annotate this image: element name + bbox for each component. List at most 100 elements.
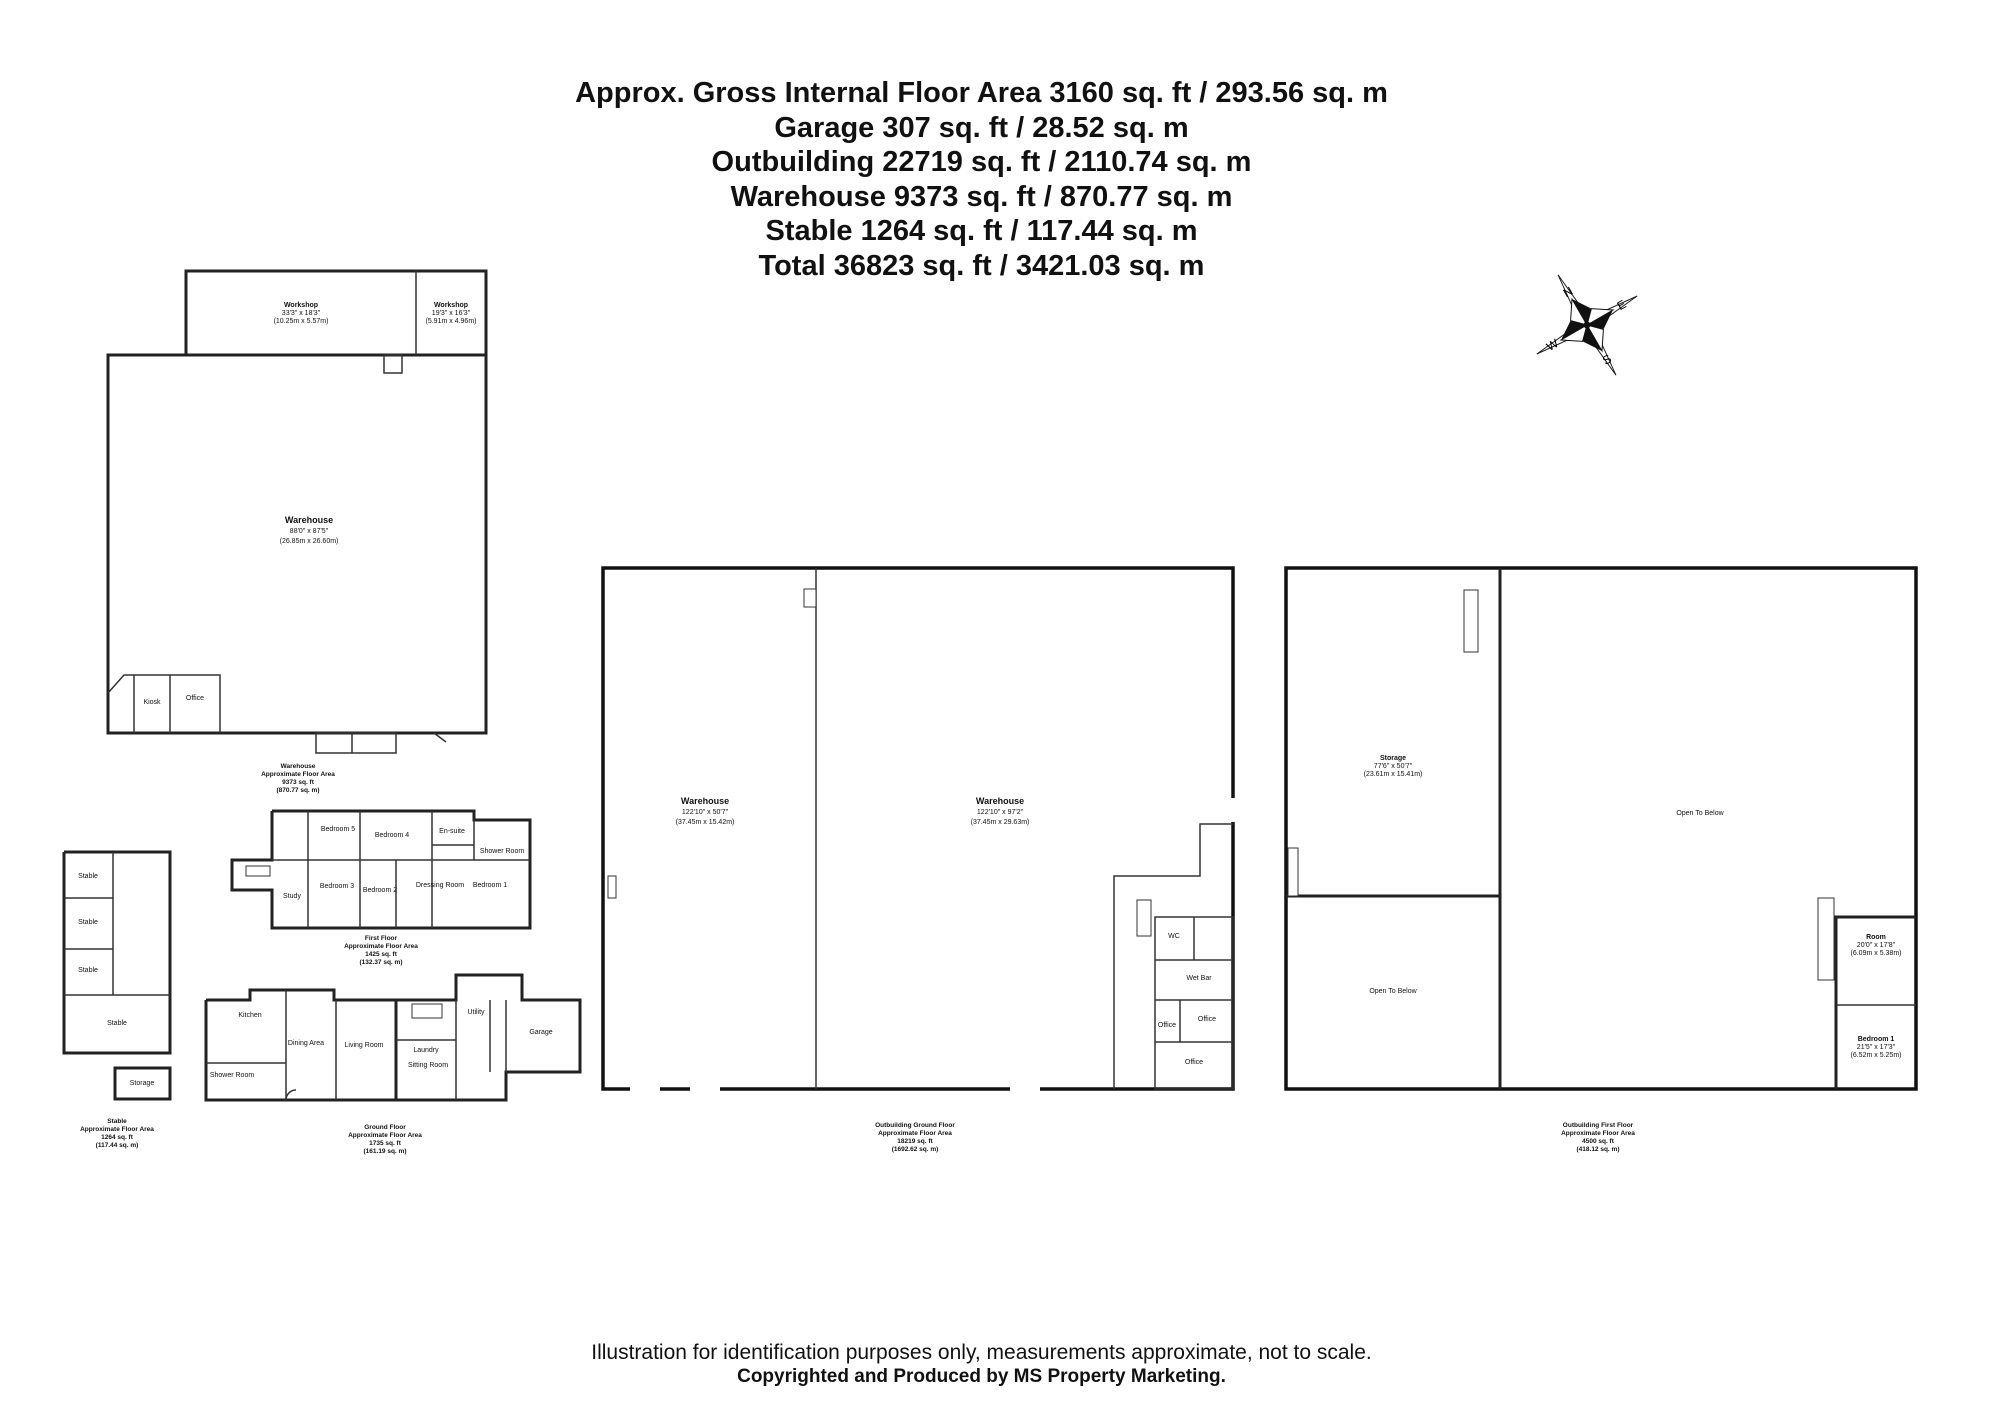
- first-floor-outline: [230, 809, 532, 930]
- bedroom4-label: Bedroom 4: [375, 832, 409, 839]
- ob-bedroom1-name: Bedroom 1: [1858, 1036, 1895, 1043]
- warehouse-a-metric: (37.45m x 15.42m): [676, 819, 735, 826]
- outbuilding-ground-caption-4: (1692.62 sq. m): [892, 1146, 939, 1153]
- warehouse-metric: (26.85m x 26.60m): [280, 538, 339, 545]
- office1-label: Office: [1198, 1016, 1216, 1023]
- wc-label: WC: [1168, 933, 1180, 940]
- bedroom2-label: Bedroom 2: [363, 887, 397, 894]
- warehouse-outline: [106, 353, 488, 735]
- room-name: Room: [1866, 934, 1886, 941]
- area-line-garage: Garage 307 sq. ft / 28.52 sq. m: [774, 111, 1189, 144]
- ob-bedroom1-dims: 21'5" x 17'3": [1857, 1044, 1896, 1051]
- workshop2-metric: (5.91m x 4.96m): [426, 318, 477, 325]
- bedroom5-label: Bedroom 5: [321, 826, 355, 833]
- dining-label: Dining Area: [288, 1040, 324, 1047]
- outbuilding-first-plan: Storage 77'6" x 50'7" (23.61m x 15.41m) …: [1284, 566, 1918, 1153]
- kitchen-label: Kitchen: [238, 1012, 261, 1019]
- outbuilding-ground-outline: [601, 566, 1235, 1091]
- workshop2-name: Workshop: [434, 302, 468, 309]
- warehouse-a-name: Warehouse: [681, 796, 729, 806]
- outbuilding-first-caption-2: Approximate Floor Area: [1561, 1130, 1635, 1137]
- warehouse-name: Warehouse: [285, 515, 333, 525]
- ground-floor-caption-1: Ground Floor: [364, 1124, 406, 1131]
- footer: Illustration for identification purposes…: [0, 1341, 1963, 1389]
- outbuilding-ground-plan: Warehouse 122'10" x 50'7" (37.45m x 15.4…: [601, 566, 1236, 1153]
- storage-name: Storage: [1380, 755, 1406, 762]
- warehouse-dims: 88'0" x 87'5": [290, 528, 329, 535]
- bedroom1-label: Bedroom 1: [473, 882, 507, 889]
- stable-box-4: Stable: [107, 1020, 127, 1027]
- office2-label: Office: [1158, 1022, 1176, 1029]
- ground-floor-caption-2: Approximate Floor Area: [348, 1132, 422, 1139]
- storage-dims: 77'6" x 50'7": [1374, 763, 1413, 770]
- ground-floor-outline: [204, 973, 582, 1102]
- ensuite-label: En-suite: [439, 828, 465, 835]
- warehouse-door: [383, 354, 403, 374]
- outbuilding-first-outline: [1284, 566, 1918, 1091]
- outbuilding-ground-caption-3: 18219 sq. ft: [897, 1138, 933, 1145]
- first-floor-plan: Bedroom 5 Bedroom 4 Bedroom 3 Bedroom 2 …: [230, 809, 532, 966]
- copyright: Copyrighted and Produced by MS Property …: [737, 1366, 1226, 1387]
- stable-caption-3: 1264 sq. ft: [101, 1134, 134, 1141]
- storage-metric: (23.61m x 15.41m): [1364, 771, 1423, 778]
- first-floor-caption-1: First Floor: [365, 935, 398, 942]
- compass-icon: N E S W: [1536, 274, 1638, 376]
- disclaimer: Illustration for identification purposes…: [591, 1341, 1372, 1364]
- living-label: Living Room: [345, 1042, 384, 1049]
- stable-plan: Stable Stable Stable Stable Storage Stab…: [62, 850, 172, 1149]
- bedroom3-label: Bedroom 3: [320, 883, 354, 890]
- ground-floor-plan: Kitchen Dining Area Living Room Sitting …: [204, 973, 582, 1155]
- warehouse-caption-3: 9373 sq. ft: [282, 779, 315, 786]
- area-line-outbuilding: Outbuilding 22719 sq. ft / 2110.74 sq. m: [711, 146, 1252, 178]
- area-line-stable: Stable 1264 sq. ft / 117.44 sq. m: [765, 215, 1198, 247]
- stable-box-3: Stable: [78, 967, 98, 974]
- garage-label: Garage: [529, 1029, 552, 1036]
- warehouse-plan: Workshop 33'3" x 18'3" (10.25m x 5.57m) …: [106, 269, 488, 794]
- dressing-label: Dressing Room: [416, 882, 464, 889]
- warehouse-caption-2: Approximate Floor Area: [261, 771, 335, 778]
- outbuilding-first-caption-4: (418.12 sq. m): [1577, 1146, 1620, 1153]
- area-summary: Approx. Gross Internal Floor Area 3160 s…: [0, 76, 1963, 283]
- warehouse-b-metric: (37.45m x 29.63m): [971, 819, 1030, 826]
- storage-outline: [113, 1066, 172, 1101]
- room-metric: (6.09m x 5.38m): [1851, 950, 1902, 957]
- area-line-gross: Approx. Gross Internal Floor Area 3160 s…: [575, 77, 1388, 109]
- first-floor-caption-3: 1425 sq. ft: [365, 951, 398, 958]
- kiosk-annex: [315, 732, 397, 754]
- shower-room-label: Shower Room: [210, 1072, 255, 1079]
- workshop-outline: [184, 269, 488, 355]
- warehouse-b-name: Warehouse: [976, 796, 1024, 806]
- outbuilding-ground-caption-2: Approximate Floor Area: [878, 1130, 952, 1137]
- area-line-warehouse: Warehouse 9373 sq. ft / 870.77 sq. m: [730, 180, 1233, 213]
- workshop1-name: Workshop: [284, 302, 318, 309]
- shower-label: Shower Room: [480, 848, 525, 855]
- workshop1-dims: 33'3" x 18'3": [282, 310, 321, 317]
- warehouse-a-dims: 122'10" x 50'7": [682, 809, 729, 816]
- stable-outline: [62, 850, 172, 1055]
- stable-caption-2: Approximate Floor Area: [80, 1126, 154, 1133]
- kiosk-name: Kiosk: [143, 699, 161, 706]
- office-block: [107, 674, 221, 733]
- stable-caption-1: Stable: [107, 1118, 127, 1125]
- storage-name: Storage: [130, 1080, 155, 1087]
- open-below-left: Open To Below: [1369, 988, 1417, 995]
- first-floor-caption-4: (132.37 sq. m): [360, 959, 403, 966]
- stable-caption-4: (117.44 sq. m): [96, 1142, 139, 1149]
- ob-bedroom1-metric: (6.52m x 5.25m): [1851, 1052, 1902, 1059]
- wet-bar-label: Wet Bar: [1186, 975, 1212, 982]
- open-below-right: Open To Below: [1676, 810, 1724, 817]
- first-floor-caption-2: Approximate Floor Area: [344, 943, 418, 950]
- outbuilding-first-caption-1: Outbuilding First Floor: [1563, 1122, 1634, 1129]
- room-dims: 20'0" x 17'8": [1857, 942, 1896, 949]
- workshop1-metric: (10.25m x 5.57m): [274, 318, 329, 325]
- ground-floor-caption-4: (161.19 sq. m): [364, 1148, 407, 1155]
- laundry-label: Laundry: [413, 1047, 439, 1054]
- utility-label: Utility: [467, 1009, 485, 1016]
- warehouse-caption-4: (870.77 sq. m): [277, 787, 320, 794]
- ground-floor-caption-3: 1735 sq. ft: [369, 1140, 402, 1147]
- office-name: Office: [186, 695, 204, 702]
- outbuilding-ground-caption-1: Outbuilding Ground Floor: [875, 1122, 955, 1129]
- warehouse-caption-1: Warehouse: [281, 763, 316, 770]
- outbuilding-first-caption-3: 4500 sq. ft: [1582, 1138, 1615, 1145]
